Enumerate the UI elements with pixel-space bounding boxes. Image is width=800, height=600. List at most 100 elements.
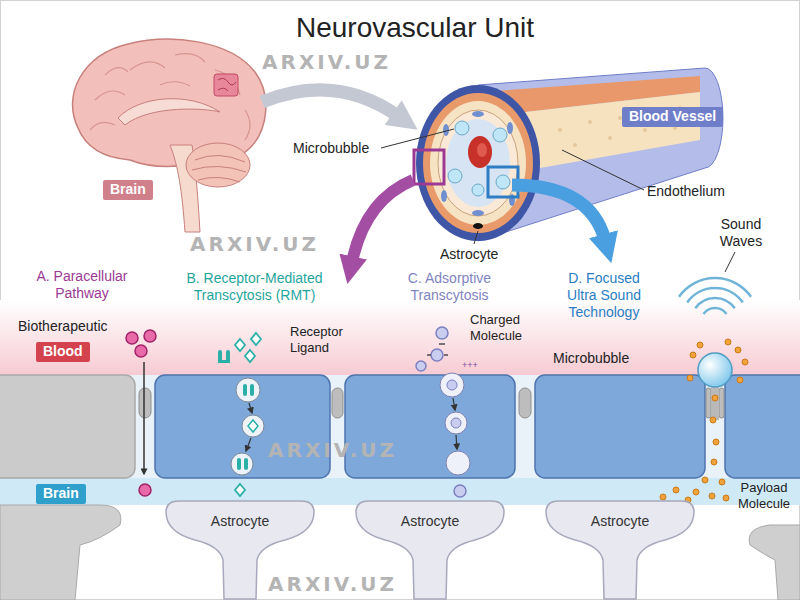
pathway-arrows xyxy=(352,180,605,262)
receptor-mediated-transcytosis xyxy=(243,384,247,396)
brain-sulci xyxy=(245,110,250,140)
region-label: Brain xyxy=(110,181,146,198)
brain-sulci xyxy=(160,82,190,86)
watermark: ARXIV.UZ xyxy=(268,438,397,462)
leader-lines xyxy=(562,150,644,190)
pathway-heading: B. Receptor-Mediated Transcytosis (RMT) xyxy=(172,270,337,304)
tight-junction xyxy=(719,388,724,418)
astrocyte-partial xyxy=(0,505,121,600)
payload-molecule xyxy=(673,487,679,493)
payload-molecule xyxy=(713,439,719,445)
receptor-mediated-transcytosis xyxy=(251,333,261,345)
vessel-texture xyxy=(643,128,647,132)
pathway-arrows xyxy=(512,185,605,240)
brain-illustration xyxy=(218,78,236,91)
microbubbles xyxy=(448,121,510,196)
blood-vessel-illustration xyxy=(438,110,518,216)
callout-label: Biotherapeutic xyxy=(18,318,108,335)
adsorptive-transcytosis xyxy=(416,361,426,371)
vessel-texture xyxy=(573,143,577,147)
payload-molecule xyxy=(725,339,731,345)
adsorptive-transcytosis xyxy=(447,380,457,390)
blood-vessel-illustration xyxy=(468,136,492,168)
payload-molecule xyxy=(693,489,699,495)
receptor-mediated-transcytosis xyxy=(250,384,254,396)
receptor-mediated-transcytosis xyxy=(236,378,260,402)
brain-sulci xyxy=(105,68,128,75)
cell-label: Astrocyte xyxy=(591,513,649,530)
endothelial-cell xyxy=(345,375,515,478)
receptor-mediated-transcytosis xyxy=(245,350,255,362)
payload-molecule xyxy=(709,493,715,499)
tight-junction xyxy=(139,388,151,418)
paracellular-pathway xyxy=(126,330,156,496)
cerebellum-folds xyxy=(195,155,245,162)
adsorptive-transcytosis xyxy=(456,435,457,449)
blood-vessel-illustration xyxy=(477,143,487,157)
astrocyte-cell: Astrocyte xyxy=(545,500,695,600)
watermark: ARXIV.UZ xyxy=(190,232,319,256)
adsorptive-transcytosis xyxy=(431,349,443,361)
brain-sulci xyxy=(215,70,240,95)
receptor-mediated-transcytosis xyxy=(218,350,230,363)
watermark: ARXIV.UZ xyxy=(262,50,391,74)
payload-molecule xyxy=(712,395,718,401)
payload-molecule xyxy=(723,495,729,501)
adsorptive-transcytosis xyxy=(436,327,448,339)
watermark: ARXIV.UZ xyxy=(262,50,391,74)
paracellular-pathway xyxy=(139,484,151,496)
zoom-arrow xyxy=(262,90,398,116)
brain-sulci xyxy=(130,62,165,70)
blood-tag: Blood xyxy=(36,342,90,362)
region-label: Blood Vessel xyxy=(629,108,716,125)
adsorptive-transcytosis xyxy=(453,398,455,410)
pathway-heading: D. Focused Ultra Sound Technology xyxy=(558,270,650,320)
callout-label: Sound Waves xyxy=(712,216,770,250)
payload-molecule xyxy=(735,347,741,353)
receptor-mediated-transcytosis xyxy=(244,458,248,470)
brain-illustration xyxy=(73,39,266,232)
cell-label: Astrocyte xyxy=(401,513,459,530)
blood-side xyxy=(0,300,800,378)
watermark: ARXIV.UZ xyxy=(190,232,319,256)
endothelial-cells xyxy=(441,111,515,216)
brain-tag: Brain xyxy=(103,180,153,200)
payload-molecule xyxy=(687,375,693,381)
microbubbles xyxy=(448,169,462,183)
focused-ultrasound xyxy=(687,288,743,302)
callout-label: Charged Molecule xyxy=(470,312,532,343)
brain-illustration xyxy=(118,99,220,125)
callout-label: Payload Molecule xyxy=(733,480,795,511)
title-box: Neurovascular Unit xyxy=(200,12,630,44)
endothelial-cell xyxy=(155,375,330,478)
receptor-mediated-transcytosis xyxy=(246,438,251,451)
callout-label: Endothelium xyxy=(647,183,725,200)
microbubbles xyxy=(496,175,510,189)
paracellular-pathway xyxy=(126,330,156,496)
payload-molecule xyxy=(742,359,748,365)
brain-illustration xyxy=(186,143,250,187)
adsorptive-transcytosis xyxy=(440,373,464,397)
receptor-mediated-transcytosis xyxy=(218,360,230,363)
adsorptive-transcytosis xyxy=(445,412,467,434)
tight-junction xyxy=(332,388,343,418)
brain-sulci xyxy=(95,91,125,100)
payload-molecule xyxy=(719,479,725,485)
callout-label: Receptor Ligand xyxy=(290,324,354,355)
receptor-mediated-transcytosis xyxy=(249,403,252,413)
blood-vessel-illustration xyxy=(416,85,540,241)
focused-ultrasound xyxy=(704,308,727,314)
adsorptive-transcytosis xyxy=(427,354,431,355)
brain-sulci xyxy=(90,54,250,140)
payload-molecule xyxy=(710,417,716,423)
callout-label: Receptor Ligand xyxy=(290,324,354,355)
receptor-mediated-transcytosis xyxy=(235,484,245,496)
watermark: ARXIV.UZ xyxy=(268,438,397,462)
vessel-texture xyxy=(608,136,612,140)
endothelial-cells xyxy=(443,124,449,136)
payload-molecule xyxy=(737,377,743,383)
paracellular-pathway xyxy=(143,362,145,474)
callout-label: Astrocyte xyxy=(440,246,498,263)
adsorptive-transcytosis xyxy=(439,343,445,344)
payload-molecule xyxy=(702,477,708,483)
